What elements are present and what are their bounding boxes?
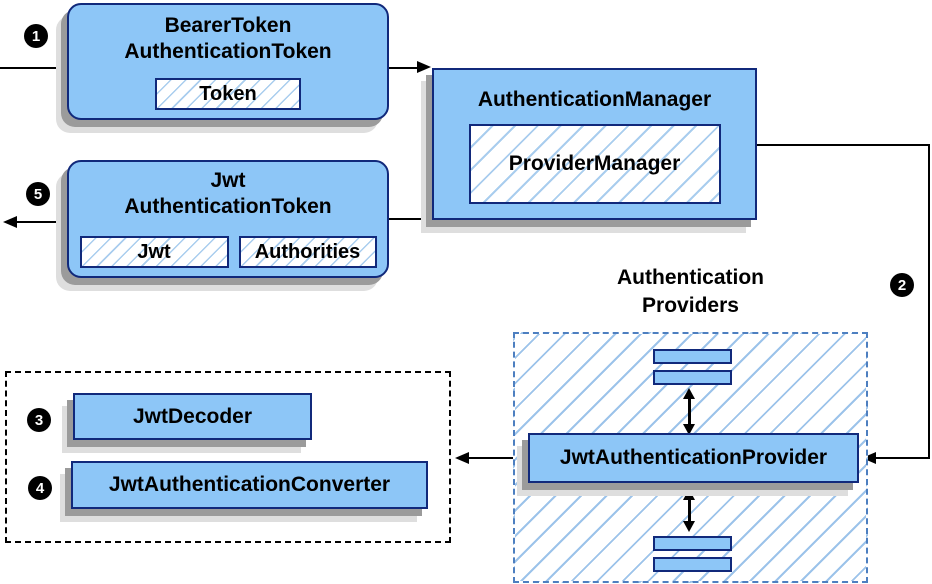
jwt-token-chip-row: Jwt Authorities [79,236,377,268]
step-badge-2: 2 [890,273,914,297]
authentication-manager-node: AuthenticationManager ProviderManager [432,68,757,220]
double-arrow-top-down-icon [683,424,695,435]
bearer-to-manager-arrowhead-icon [417,61,431,73]
authorities-chip: Authorities [238,236,377,268]
manager-to-provider-line-top [757,144,930,146]
jwt-authentication-token-node: Jwt AuthenticationToken Jwt Authorities [67,160,389,278]
double-arrow-bottom-line [688,498,691,523]
authentication-manager-title: AuthenticationManager [477,88,712,111]
double-arrow-bottom-down-icon [683,521,695,532]
double-arrow-top-up-icon [683,388,695,399]
provider-placeholder-rect-bottom-1 [653,536,732,551]
jwt-authentication-converter-node: JwtAuthenticationConverter [71,461,428,509]
manager-to-provider-line-bottom [876,457,930,459]
bearer-to-manager-line [389,67,418,69]
bearer-token-authentication-token-node: BearerToken AuthenticationToken Token [67,3,389,120]
step-badge-4: 4 [28,476,52,500]
bearer-token-title-line2: AuthenticationToken [124,40,332,63]
jwt-authentication-provider-label: JwtAuthenticationProvider [559,446,828,469]
double-arrow-bottom-up-icon [683,489,695,500]
jwt-chip: Jwt [79,236,229,268]
jwt-authentication-provider-node: JwtAuthenticationProvider [528,433,859,483]
jwt-token-title-line1: Jwt [210,169,246,192]
manager-to-provider-line-right [928,144,930,459]
provider-manager-chip: ProviderManager [468,124,721,204]
jwt-token-node-title: Jwt AuthenticationToken [124,168,331,220]
step-badge-1: 1 [24,24,48,48]
outgoing-result-arrowhead-icon [3,216,17,228]
bearer-token-title-line1: BearerToken [164,14,292,37]
step-badge-5: 5 [26,182,50,206]
bearer-token-node-title: BearerToken AuthenticationToken [124,13,331,65]
providers-heading-line1: Authentication [617,266,764,289]
jwt-decoder-label: JwtDecoder [132,404,253,428]
jwt-decoder-node: JwtDecoder [73,393,312,440]
provider-to-helpers-arrowhead-icon [455,452,469,464]
provider-placeholder-rect-bottom-2 [653,557,732,572]
token-chip: Token [155,78,301,110]
double-arrow-top-line [688,397,691,425]
provider-placeholder-rect-top-2 [653,370,732,385]
outgoing-result-line [16,221,65,223]
provider-placeholder-rect-top-1 [653,349,732,364]
step-badge-3: 3 [27,408,51,432]
provider-to-helpers-line [469,457,531,459]
jwt-token-title-line2: AuthenticationToken [124,195,332,218]
authentication-providers-heading: Authentication Providers [513,264,868,320]
incoming-request-line [0,67,65,69]
providers-heading-line2: Providers [642,294,739,317]
jwt-authentication-converter-label: JwtAuthenticationConverter [108,473,391,496]
manager-to-jwt-token-line [389,218,432,220]
